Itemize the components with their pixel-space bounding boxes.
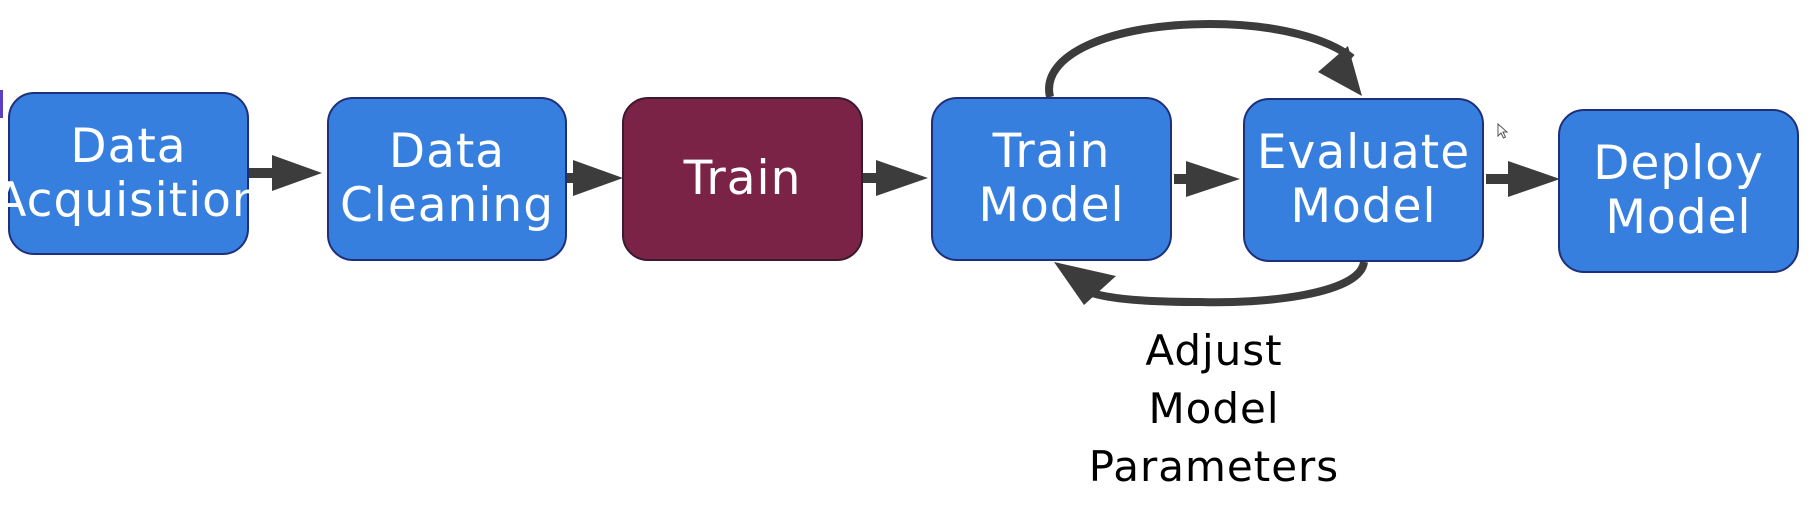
stage-label: Deploy Model xyxy=(1593,136,1764,245)
arrow-train-to-train-model xyxy=(862,160,928,196)
stage-label: Train xyxy=(683,151,802,206)
arrow-acquisition-to-cleaning xyxy=(248,155,322,191)
mouse-pointer-icon xyxy=(1497,123,1509,139)
loop-arrow-train-to-evaluate xyxy=(1045,19,1362,98)
stage-data-acquisition: Data Acquisition xyxy=(0,92,262,255)
stage-label: Data Acquisition xyxy=(0,118,263,228)
stage-evaluate-model: Evaluate Model xyxy=(1243,98,1484,262)
stage-label: Train Model xyxy=(978,124,1125,233)
stage-label: Data Cleaning xyxy=(339,124,555,233)
loop-arrow-evaluate-to-train xyxy=(1054,260,1368,307)
stage-data-cleaning: Data Cleaning xyxy=(327,97,567,261)
arrow-evaluate-model-to-deploy-model xyxy=(1486,161,1560,197)
stage-deploy-model: Deploy Model xyxy=(1558,109,1799,273)
stage-train-model: Train Model xyxy=(931,97,1172,261)
stage-label: Evaluate Model xyxy=(1256,125,1471,234)
feedback-annotation: Adjust Model Parameters xyxy=(1088,326,1340,491)
arrow-train-model-to-evaluate-model xyxy=(1174,161,1240,197)
arrow-cleaning-to-train xyxy=(566,160,623,196)
stage-train: Train xyxy=(622,97,863,261)
left-edge-marker xyxy=(0,90,3,118)
